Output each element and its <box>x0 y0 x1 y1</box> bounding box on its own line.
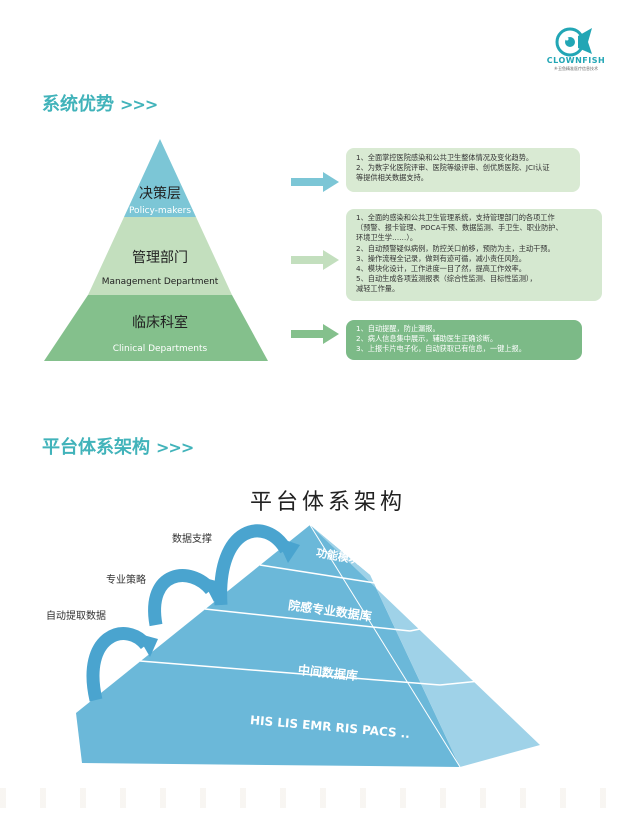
logo-name: CLOWNFISH <box>546 56 606 65</box>
label-strategy: 专业策略 <box>106 575 146 586</box>
info-line: 2、自动预警疑似病例，防控关口前移，预防为主，主动干预。 <box>356 243 555 253</box>
footer-decoration <box>0 788 622 808</box>
info-line: 1、自动提醒，防止漏报。 <box>356 324 440 333</box>
layer-divider <box>204 608 411 632</box>
info-box-management: 1、全面的感染和公共卫生管理系统，支持管理部门的各项工作 （预警、报卡管理、PD… <box>346 209 602 301</box>
pyramid-side-face <box>310 525 540 767</box>
info-line: （预警、报卡管理、PDCA干预、数据监测、手卫生、职业防护、 <box>356 223 563 233</box>
pyramid-layer-top <box>124 139 196 217</box>
label-auto-extract: 自动提取数据 <box>46 611 106 622</box>
arrow-right-icon <box>291 250 339 270</box>
arrow-right-icon <box>291 324 339 344</box>
advantage-pyramid <box>44 139 268 361</box>
curved-arrow-icon <box>86 627 152 702</box>
section-heading-text: 平台体系架构 <box>42 437 150 458</box>
connector-arrows <box>291 172 339 344</box>
info-line: 等提供相关数据支持。 <box>356 173 428 183</box>
chevrons-icon: >>> <box>156 438 194 457</box>
pyramid-layer-bottom <box>44 295 268 361</box>
info-line: 环境卫生学……）。 <box>356 233 418 243</box>
chevrons-icon: >>> <box>120 95 158 114</box>
layer-subtitle-clinical: Clinical Departments <box>112 344 208 354</box>
label-data-support: 数据支撑 <box>172 534 212 545</box>
curved-arrows <box>86 524 300 702</box>
pyramid-front-face <box>76 525 460 767</box>
diagram-title: 平台体系架构 <box>250 490 407 515</box>
info-line: 4、模块化设计，工作进度一目了然，提高工作效率。 <box>356 264 526 274</box>
info-line: 2、病人信息集中展示，辅助医生正确诊断。 <box>356 334 498 344</box>
layer-subtitle-management: Management Department <box>101 277 219 287</box>
info-line: 1、全面的感染和公共卫生管理系统，支持管理部门的各项工作 <box>356 213 555 222</box>
pyramid-layer-middle <box>88 217 232 295</box>
info-line: 5、自动生成各项监测报表（综合性监测、目标性监测）， <box>356 274 537 284</box>
pyramid-edge <box>309 524 461 768</box>
info-line: 3、上报卡片电子化，自动获取已有信息，一键上报。 <box>356 344 526 354</box>
layer-title-management: 管理部门 <box>132 250 188 266</box>
section-heading-architecture: 平台体系架构 >>> <box>42 433 194 459</box>
layer-title-policy: 决策层 <box>139 186 181 202</box>
info-line: 减轻工作量。 <box>356 284 400 294</box>
logo-tagline: 乡丑鱼精准医疗信息技术 <box>554 66 598 71</box>
layer-divider <box>409 620 461 632</box>
info-box-clinical: 1、自动提醒，防止漏报。 2、病人信息集中展示，辅助医生正确诊断。 3、上报卡片… <box>346 320 582 360</box>
layer-divider <box>259 564 376 584</box>
arrow-right-icon <box>291 172 339 192</box>
layer-title-clinical: 临床科室 <box>132 315 188 331</box>
info-line: 2、为数字化医院评审、医院等级评审、创优质医院、JCI认证 <box>356 163 550 173</box>
layer-divider <box>374 574 416 584</box>
section-heading-text: 系统优势 <box>42 94 114 115</box>
info-line: 3、操作流程全记录，做到有迹可循，减小责任风险。 <box>356 253 526 263</box>
arrowhead-icon <box>136 633 158 657</box>
layer-divider <box>439 678 501 686</box>
info-line: 1、全面掌控医院感染和公共卫生整体情况及变化趋势。 <box>356 153 534 162</box>
layer-divider <box>139 660 441 686</box>
arrowhead-icon <box>276 537 300 563</box>
curved-arrow-icon <box>148 569 217 627</box>
layer-subtitle-policy: Policy-makers <box>128 206 192 216</box>
architecture-pyramid <box>76 524 540 768</box>
info-box-policy: 1、全面掌控医院感染和公共卫生整体情况及变化趋势。 2、为数字化医院评审、医院等… <box>346 148 580 192</box>
section-heading-advantages: 系统优势 >>> <box>42 90 158 116</box>
curved-arrow-icon <box>214 524 292 606</box>
clownfish-logo <box>555 27 592 57</box>
